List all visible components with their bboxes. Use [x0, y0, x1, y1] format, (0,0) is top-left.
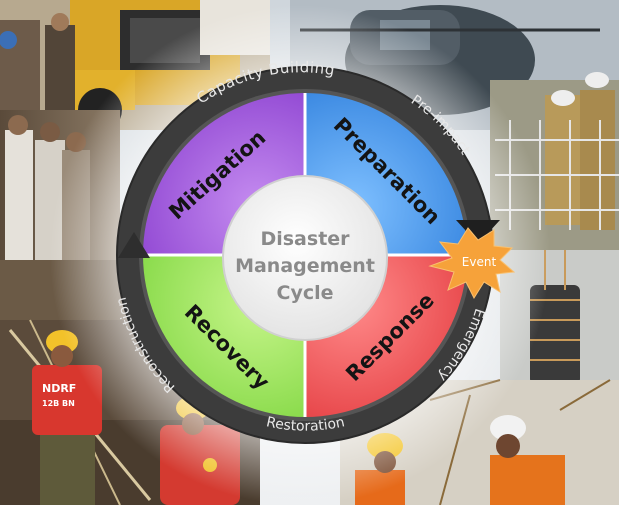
vest-text-line-2: 12B BN	[42, 399, 75, 408]
vest-text-line-1: NDRF	[42, 382, 76, 395]
event-burst-icon	[428, 227, 516, 300]
center-text-line-1: Disaster	[260, 228, 350, 250]
arrow-down-icon	[456, 220, 500, 244]
ring-label-restoration: Restoration	[265, 414, 346, 434]
center-text-line-2: Management	[235, 255, 375, 277]
arrow-up-icon	[118, 232, 150, 258]
event-label: Event	[462, 255, 497, 269]
center-text-line-3: Cycle	[277, 282, 334, 304]
center-disc	[222, 175, 388, 341]
